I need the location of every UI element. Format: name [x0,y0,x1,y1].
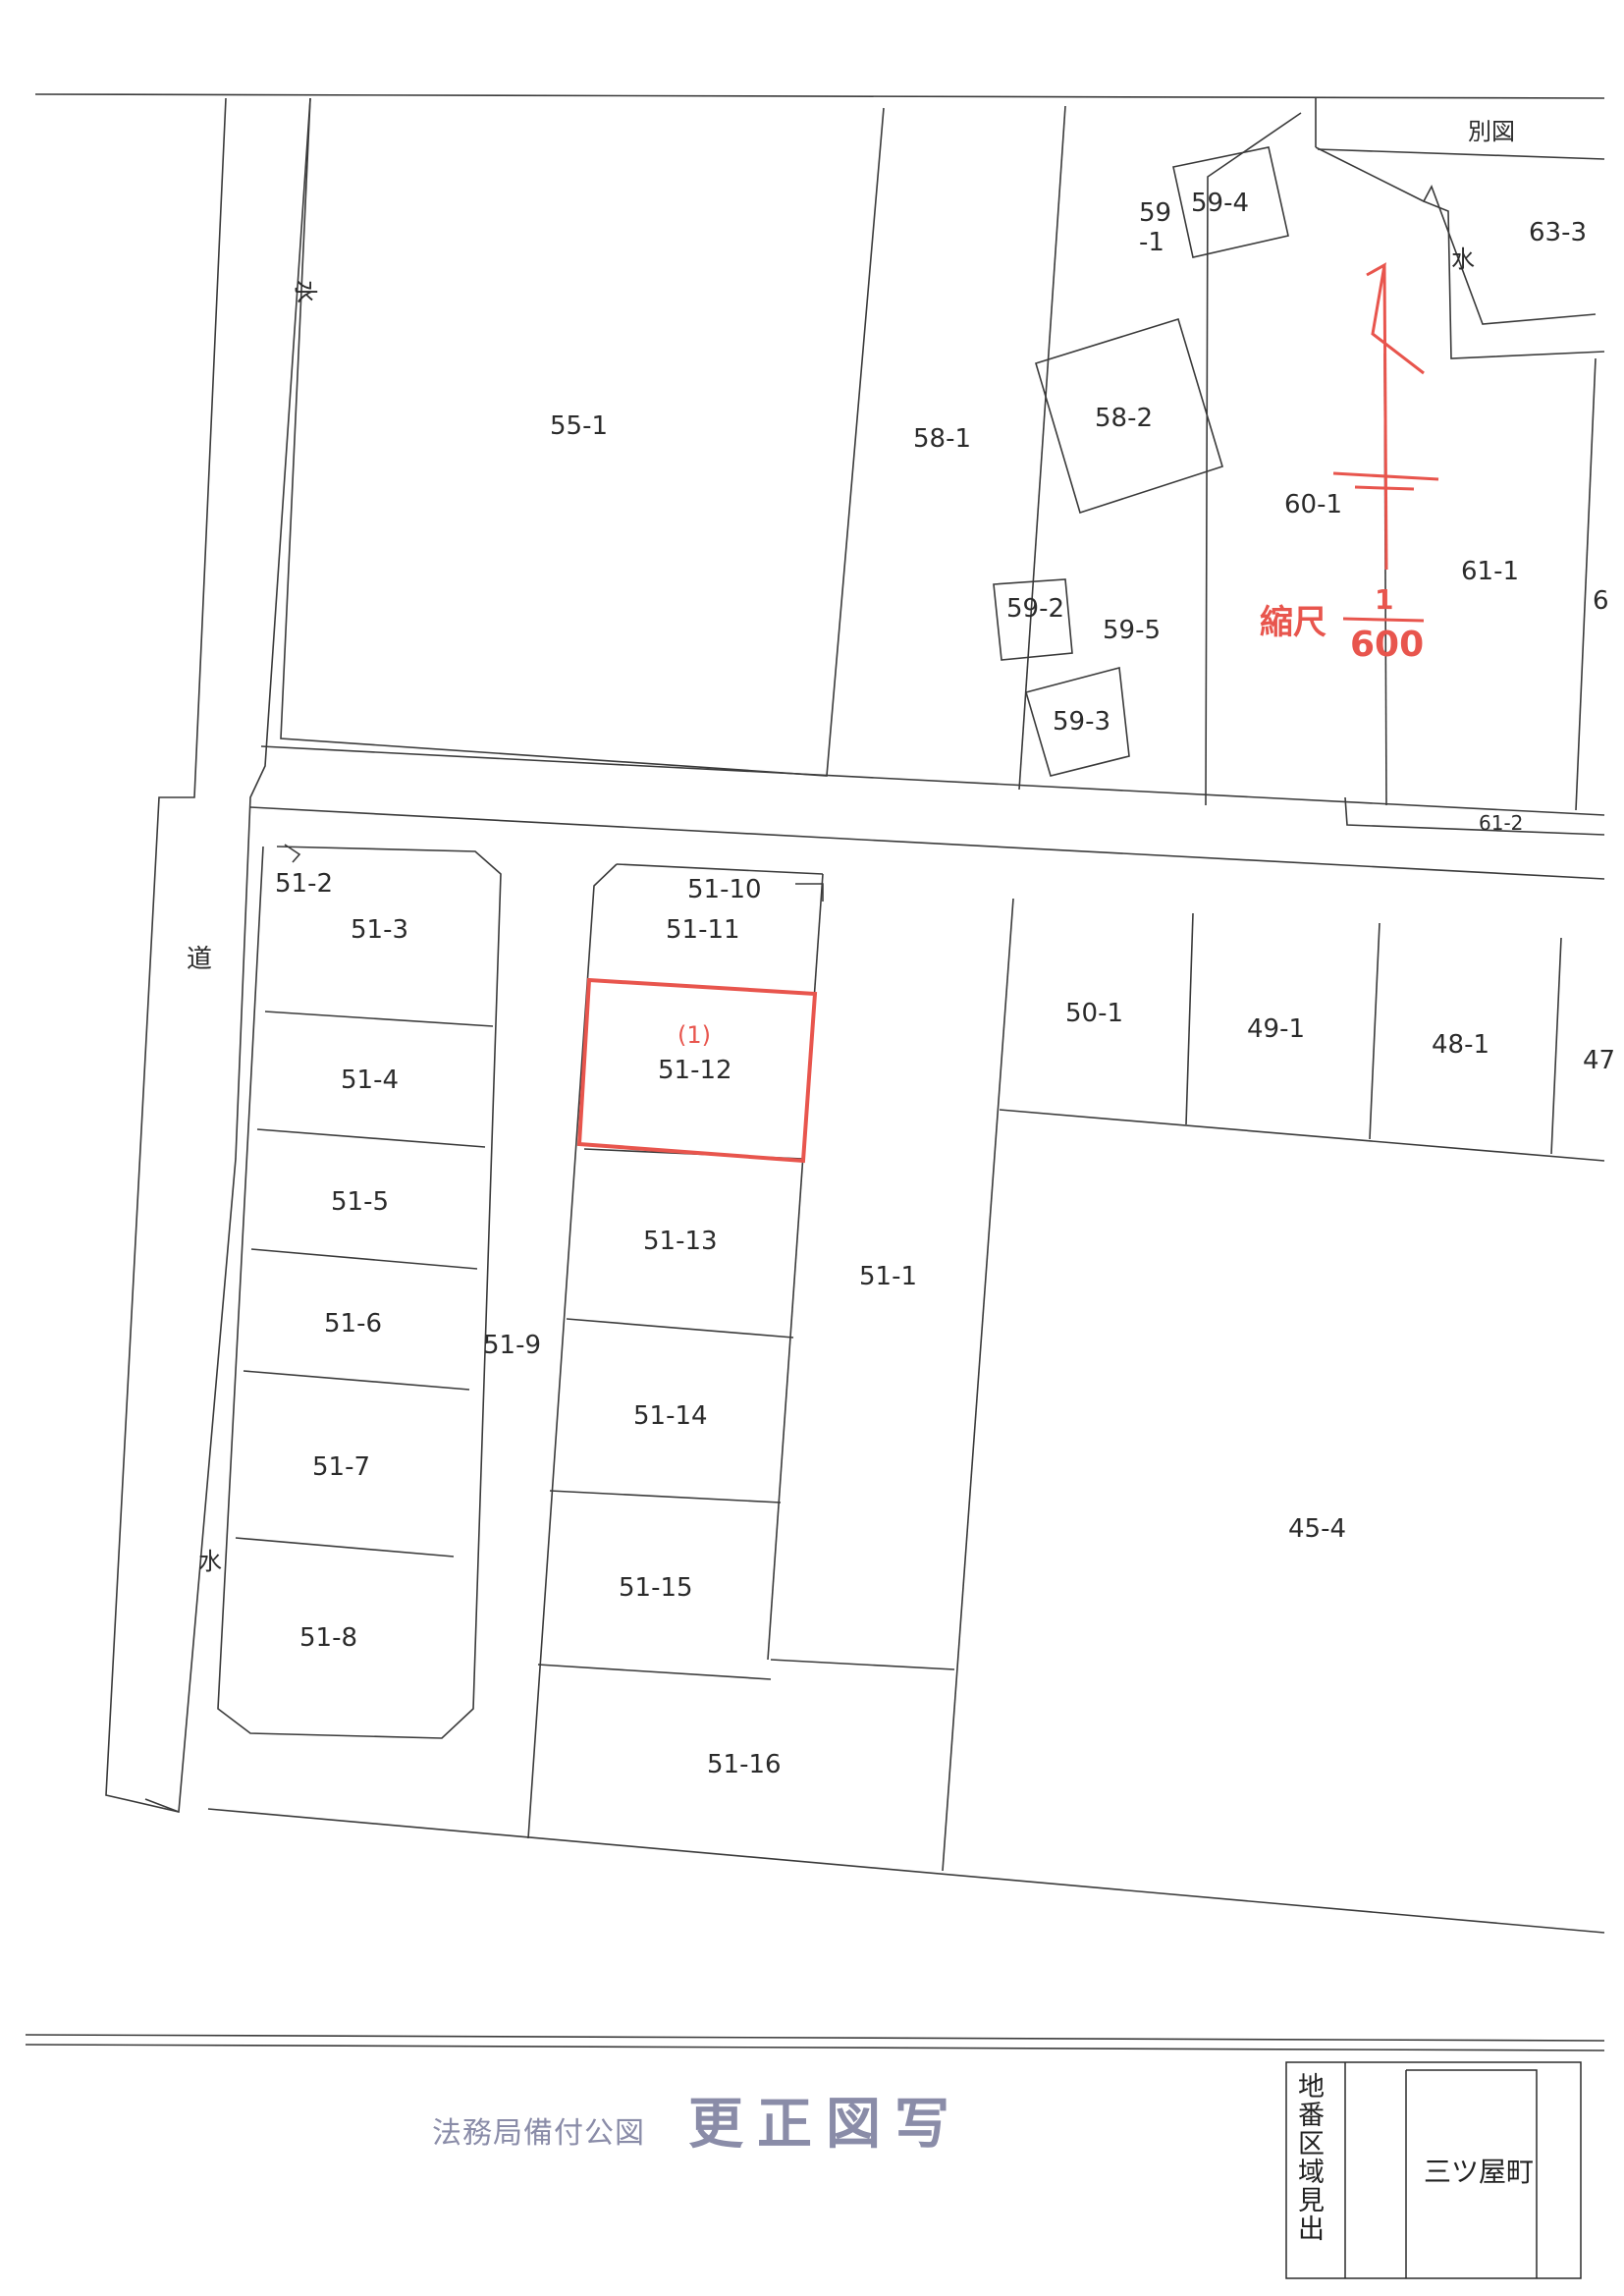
region-box-outer [1285,2061,1582,2279]
parcel-61-1-north [1423,200,1605,359]
line-51-14-15 [549,1490,782,1503]
parcel-label-59-1-bottom: -1 [1139,228,1164,257]
parcel-51-1-east [942,898,1014,1872]
parcel-59-2-boundary [993,578,1073,661]
parcel-59-4-boundary [1172,146,1289,258]
footer-document-label: 更正図写 [688,2092,963,2157]
parcel-label-51-3: 51-3 [351,915,408,945]
region-name: 三ツ屋町 [1424,2156,1535,2188]
parcel-label-51-2: 51-2 [275,869,333,899]
parcel-45-4-north [999,1109,1605,1162]
road-north-edge [260,745,1605,816]
road-corner [144,1798,180,1813]
parcel-58-1-east [1018,105,1066,791]
road-symbol: 道 [187,945,212,974]
parcel-label-51-9: 51-9 [483,1331,541,1360]
parcel-label-61-2: 61-2 [1479,811,1523,835]
line-51-4-5 [256,1128,486,1148]
highlight-mark: (1) [677,1021,711,1049]
highlighted-parcel-51-12[interactable] [576,977,818,1164]
parcel-label-51-1: 51-1 [859,1262,917,1291]
road-south-edge [249,806,1605,880]
parcel-label-51-11: 51-11 [666,915,740,945]
parcel-label-59-5: 59-5 [1103,616,1161,645]
parcel-label-51-7: 51-7 [312,1452,370,1482]
north-arrow-bar-1 [1332,471,1439,481]
parcel-51-9-east [527,863,618,1839]
footer-source-label: 法務局備付公図 [432,2116,645,2151]
parcel-label-48-1: 48-1 [1432,1030,1489,1060]
parcel-label-63-3: 63-3 [1529,218,1587,247]
water-symbol-right: 水 [1451,246,1475,273]
north-arrow [1332,262,1439,623]
parcel-label-60-1: 60-1 [1284,490,1342,519]
parcel-61-2-boundary [1344,796,1605,836]
parcel-label-45-4: 45-4 [1288,1514,1346,1544]
footer-separator-inner [25,2044,1605,2051]
parcel-label-59-4: 59-4 [1191,189,1249,218]
top-frame-line [34,93,1605,99]
parcel-61-1-east [1575,357,1597,811]
parcel-label-51-16: 51-16 [707,1750,782,1779]
parcel-label-50-1: 50-1 [1065,999,1123,1028]
line-51-13-14 [566,1318,794,1339]
line-49-48 [1369,922,1380,1140]
region-box-inner [1406,2069,1538,2278]
scale-denominator: 600 [1350,625,1424,665]
parcel-label-51-6: 51-6 [324,1309,382,1339]
line-51-16-1 [770,1659,955,1670]
parcel-label-6-partial: 6 [1593,586,1609,616]
parcel-label-59-3: 59-3 [1053,707,1110,737]
line-51-7-8 [235,1537,455,1558]
arrow-51-2 [284,844,301,863]
north-arrow-shaft [1382,264,1388,571]
parcel-55-1-boundary [280,97,885,777]
water-symbol-left: 水 [198,1548,222,1575]
separate-map-edge [1315,146,1597,325]
parcel-label-51-10: 51-10 [687,875,762,904]
region-box-frame [1285,2061,1582,2279]
parcel-label-61-1: 61-1 [1461,557,1519,586]
scale-numerator: 1 [1375,583,1393,616]
line-48-47 [1550,937,1562,1155]
north-arrow-head [1366,262,1425,375]
parcel-boundaries [25,93,1605,2051]
water-symbol-top: 水 [292,280,319,303]
parcel-label-51-13: 51-13 [643,1227,718,1256]
parcel-label-51-15: 51-15 [619,1573,693,1603]
scale-label: 縮尺 [1260,603,1326,642]
parcel-label-51-8: 51-8 [299,1623,357,1653]
map-south-edge [207,1808,1605,1934]
parcel-label-51-12: 51-12 [658,1056,732,1085]
parcel-label-51-4: 51-4 [341,1066,399,1095]
parcel-59-3-boundary [1025,666,1130,777]
separate-map-label: 別図 [1468,118,1515,145]
parcel-60-1-boundary [1205,112,1302,806]
parcel-51-11-north [616,863,824,875]
parcel-label-59-1-top: 59 [1139,198,1171,228]
parcel-label-58-1: 58-1 [913,424,971,454]
parcel-label-47-partial: 47 [1583,1046,1615,1075]
line-51-15-16 [537,1664,772,1680]
north-arrow-bar-2 [1354,485,1415,491]
parcel-51-10-tab [795,883,824,902]
line-51-6-7 [243,1370,470,1391]
line-51-3-4 [264,1011,494,1027]
line-50-49 [1185,912,1194,1125]
parcel-58-2-boundary [1035,317,1223,515]
block-51-outline [217,846,502,1739]
footer-separator [25,2034,1605,2042]
parcel-label-55-1: 55-1 [550,411,608,441]
parcel-label-59-2: 59-2 [1006,594,1064,624]
line-51-5-6 [250,1248,478,1270]
parcel-label-51-14: 51-14 [633,1401,708,1431]
separate-map-line [1317,148,1605,160]
parcel-label-51-5: 51-5 [331,1187,389,1217]
scale-fraction-bar [1342,617,1425,623]
parcel-label-49-1: 49-1 [1247,1014,1305,1044]
region-vertical-label: 地番区域見出 [1293,2072,1324,2243]
parcel-label-58-2: 58-2 [1095,404,1153,433]
footer-title: 法務局備付公図 更正図写 [432,2080,963,2159]
